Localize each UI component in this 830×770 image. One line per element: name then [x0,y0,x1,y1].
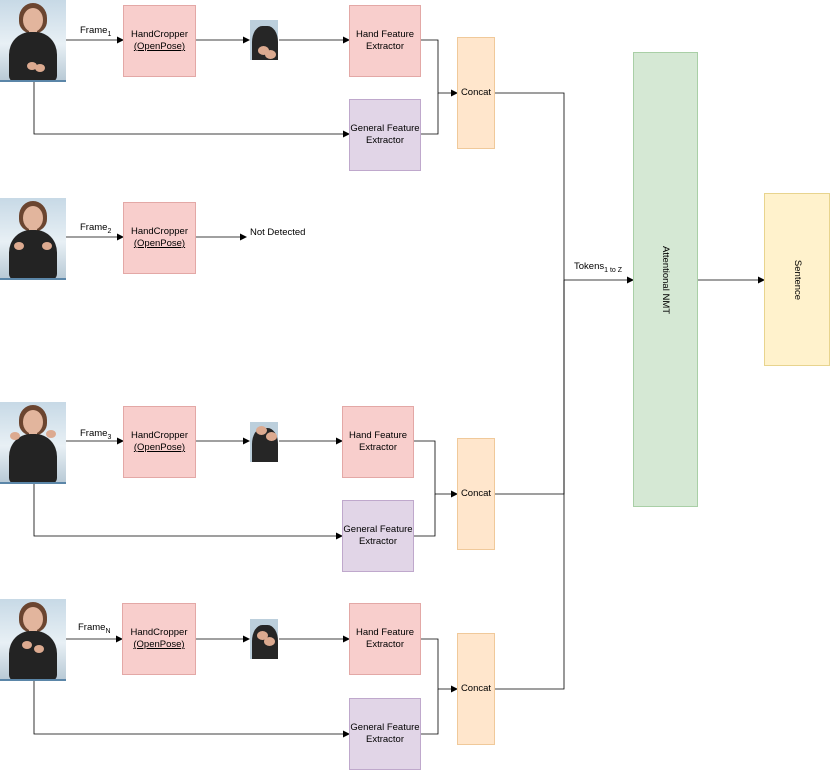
arrow-general1-to-concat [421,93,439,135]
not-detected-label: Not Detected [250,227,306,238]
arrow-frame3-to-general [33,482,343,540]
bus-concat3 [495,280,565,495]
frame-3-label: Frame3 [80,428,112,441]
hand-crop-n-image [250,619,278,659]
signer-frame-3-image [0,402,66,484]
signer-frame-n-image [0,599,66,681]
frame-1-label: Frame1 [80,25,112,38]
hand-crop-1-image [250,20,278,60]
frame-2-label: Frame2 [80,222,112,235]
bus-concat1 [495,92,565,280]
concat-1: Concat [457,37,495,149]
hand-cropper-1: HandCropper(OpenPose) [123,5,196,77]
hand-crop-3-image [250,422,278,462]
concat-n: Concat [457,633,495,745]
frame-n-label: FrameN [78,622,111,635]
arrow-general3-to-concat [414,494,436,537]
hand-cropper-2: HandCropper(OpenPose) [123,202,196,274]
arrow-handN-to-concat [421,638,458,693]
signer-frame-1-image [0,0,66,82]
hand-cropper-n: HandCropper(OpenPose) [122,603,196,675]
attentional-nmt-block: Attentional NMT [633,52,698,507]
concat-3: Concat [457,438,495,550]
bus-concatN [495,280,565,690]
signer-frame-2-image [0,198,66,280]
sentence-output-block: Sentence [764,193,830,366]
arrow-frameN-to-general [33,680,350,738]
arrow-hand1-to-concat [421,39,458,97]
arrow-generalN-to-concat [421,689,439,735]
arrow-hand3-to-concat [414,440,458,498]
hand-cropper-3: HandCropper(OpenPose) [123,406,196,478]
arrow-frame1-to-general [33,80,350,138]
tokens-label: Tokens1 to Z [574,261,623,274]
